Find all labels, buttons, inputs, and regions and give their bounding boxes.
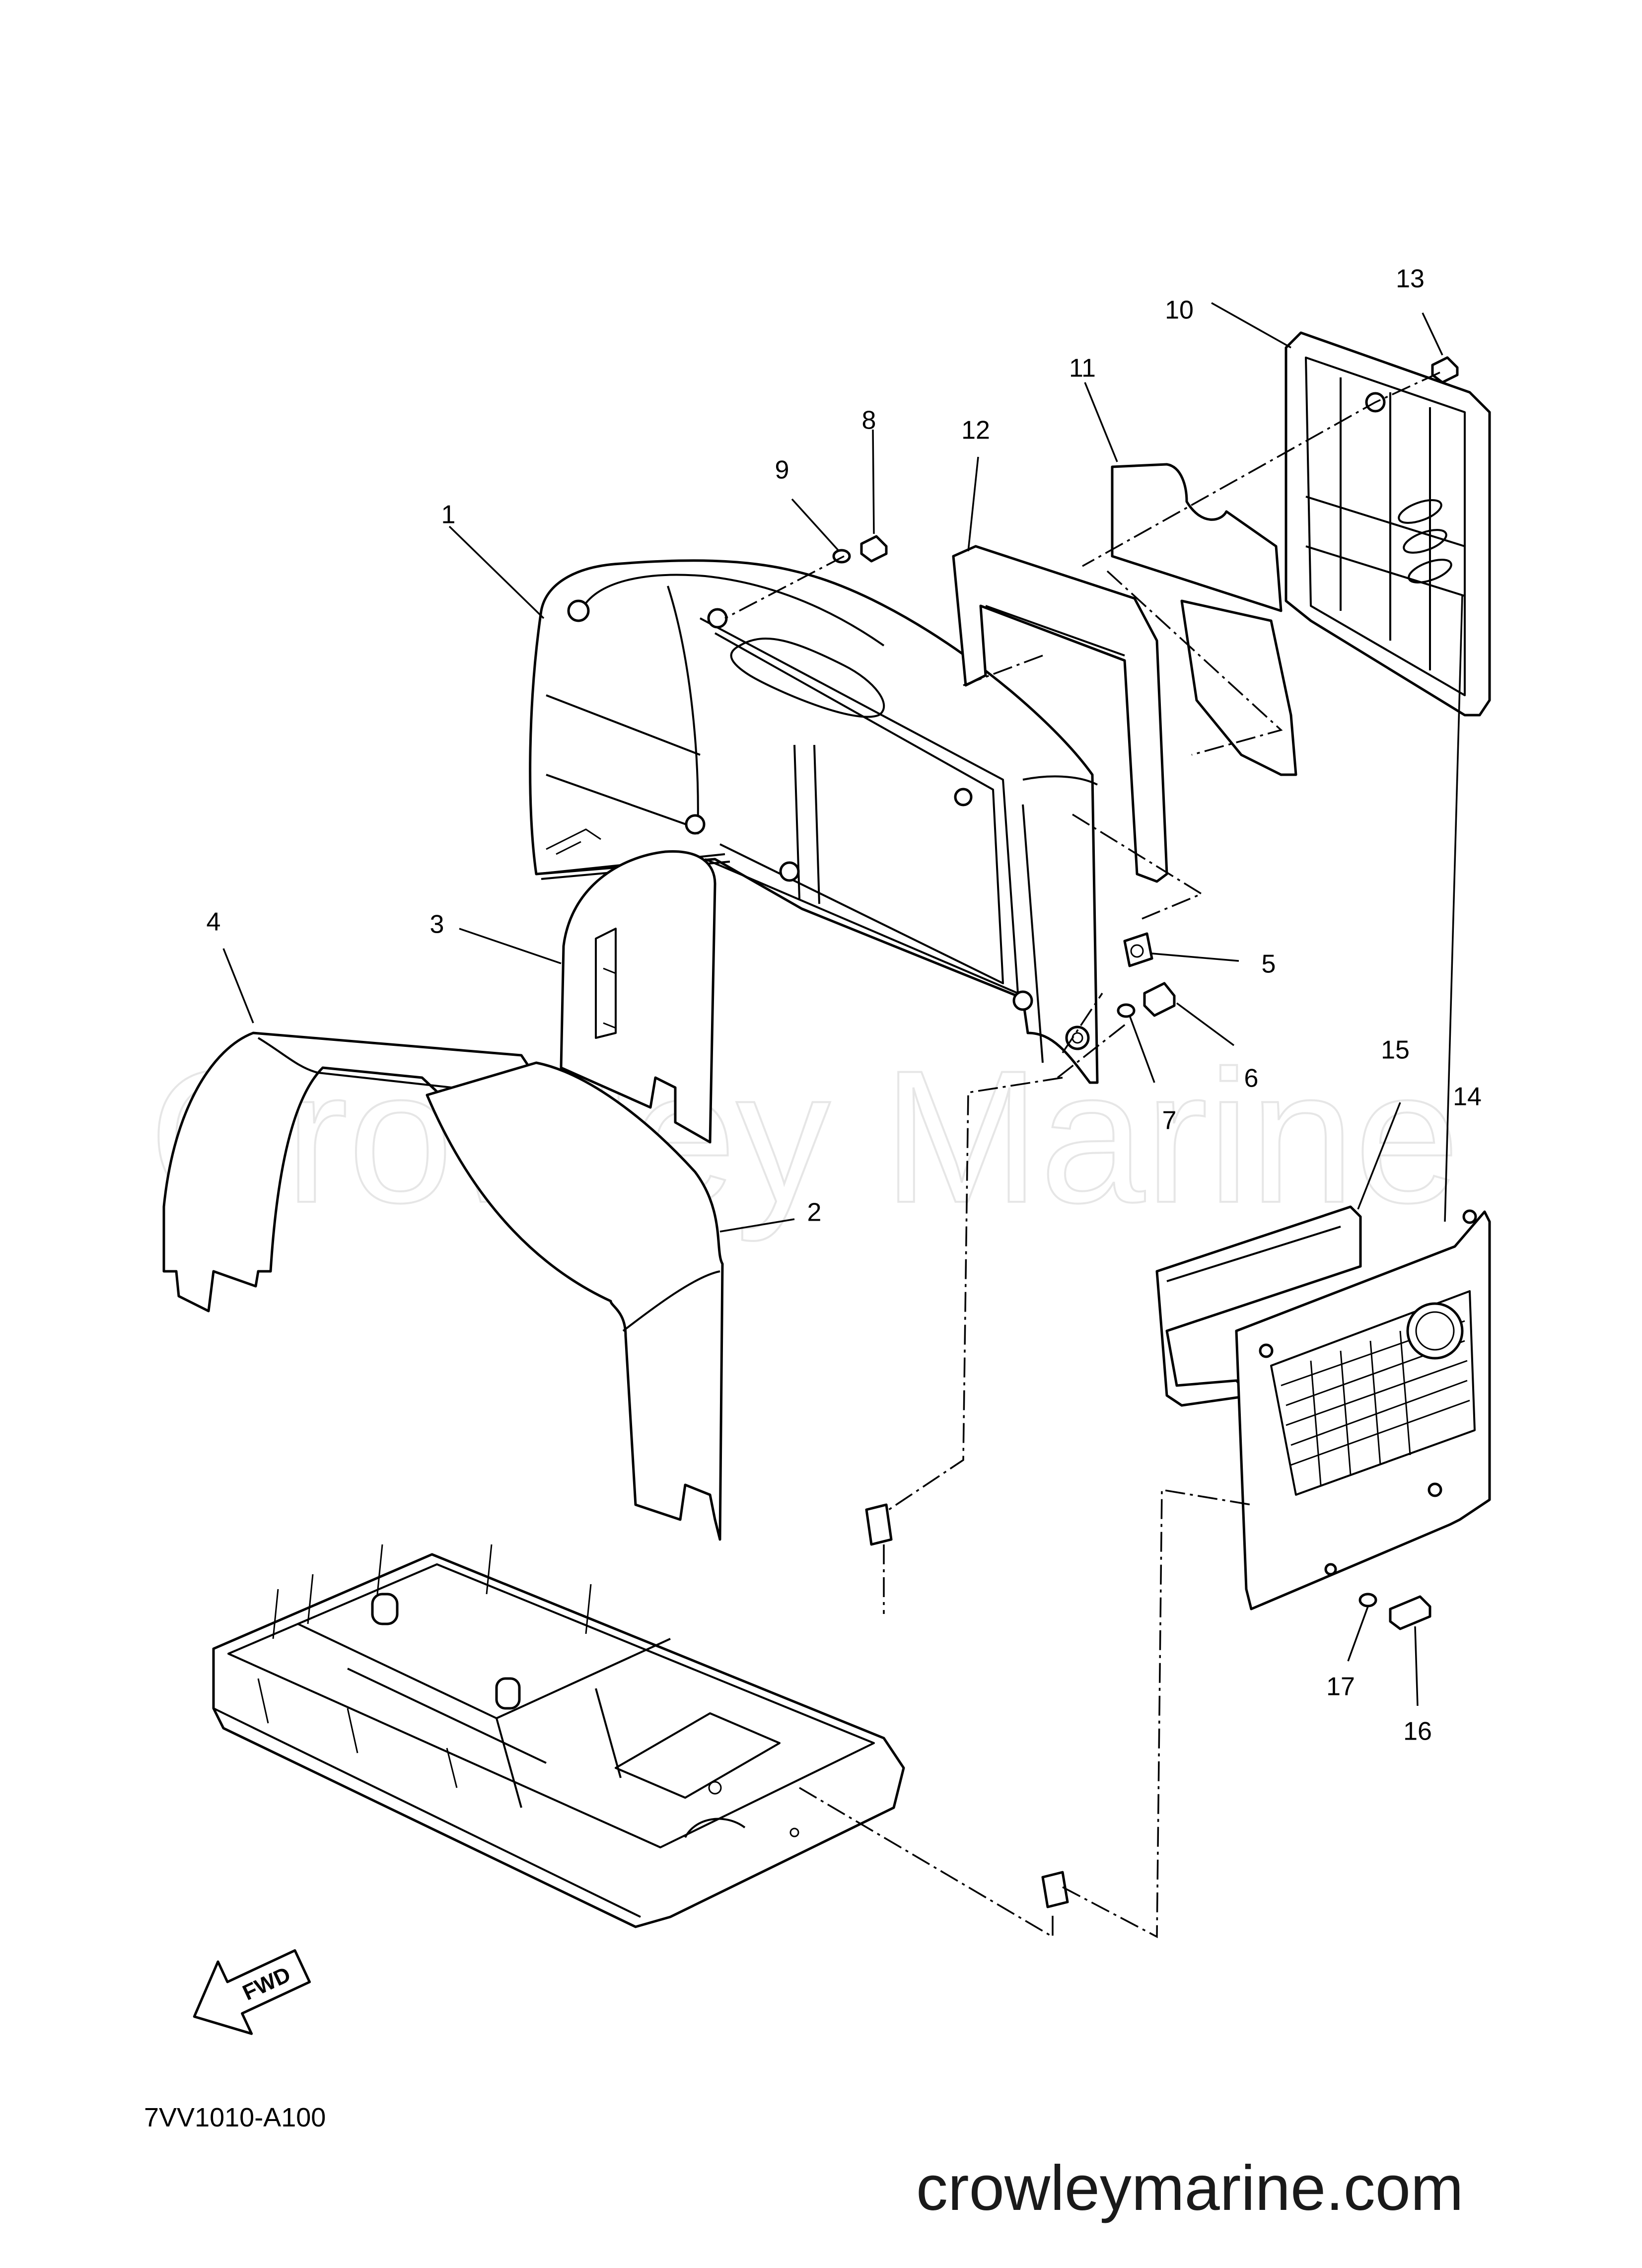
callout-11: 11 — [1069, 354, 1096, 383]
callout-10: 10 — [1165, 296, 1194, 325]
part-1-front-cover — [529, 559, 1099, 1084]
callout-8: 8 — [862, 406, 876, 435]
callout-7: 7 — [1162, 1106, 1177, 1135]
part-12-gasket — [952, 545, 1168, 883]
part-15-side-gasket — [1155, 1205, 1362, 1407]
part-10-grille — [1285, 331, 1491, 717]
hardware — [832, 356, 1459, 1908]
bottom-pan — [212, 1544, 905, 1928]
callout-14: 14 — [1453, 1083, 1482, 1111]
part-3-panel — [560, 850, 716, 1144]
callout-13: 13 — [1396, 265, 1425, 293]
part-11-foam — [1111, 463, 1297, 776]
callout-3: 3 — [430, 910, 444, 939]
callout-1: 1 — [441, 501, 456, 529]
site-url: crowleymarine.com — [916, 2153, 1464, 2224]
callout-labels: 1 2 3 4 5 6 7 8 9 10 11 12 13 14 15 16 1… — [207, 265, 1482, 1746]
part-14-side-grille — [1235, 1209, 1491, 1610]
callout-2: 2 — [807, 1198, 822, 1227]
callout-17: 17 — [1326, 1673, 1355, 1701]
diagram-code: 7VV1010-A100 — [144, 2103, 326, 2132]
leader-lines — [222, 302, 1463, 1706]
callout-15: 15 — [1381, 1036, 1410, 1065]
assembly-lines — [724, 371, 1440, 1939]
part-2-lower-liner — [426, 1061, 724, 1541]
callout-5: 5 — [1262, 950, 1276, 979]
callout-4: 4 — [207, 908, 221, 937]
callout-16: 16 — [1403, 1717, 1432, 1746]
callout-9: 9 — [775, 456, 789, 485]
callout-12: 12 — [961, 416, 990, 445]
callout-6: 6 — [1244, 1064, 1259, 1093]
fwd-arrow-icon: FWD — [193, 1949, 311, 2035]
